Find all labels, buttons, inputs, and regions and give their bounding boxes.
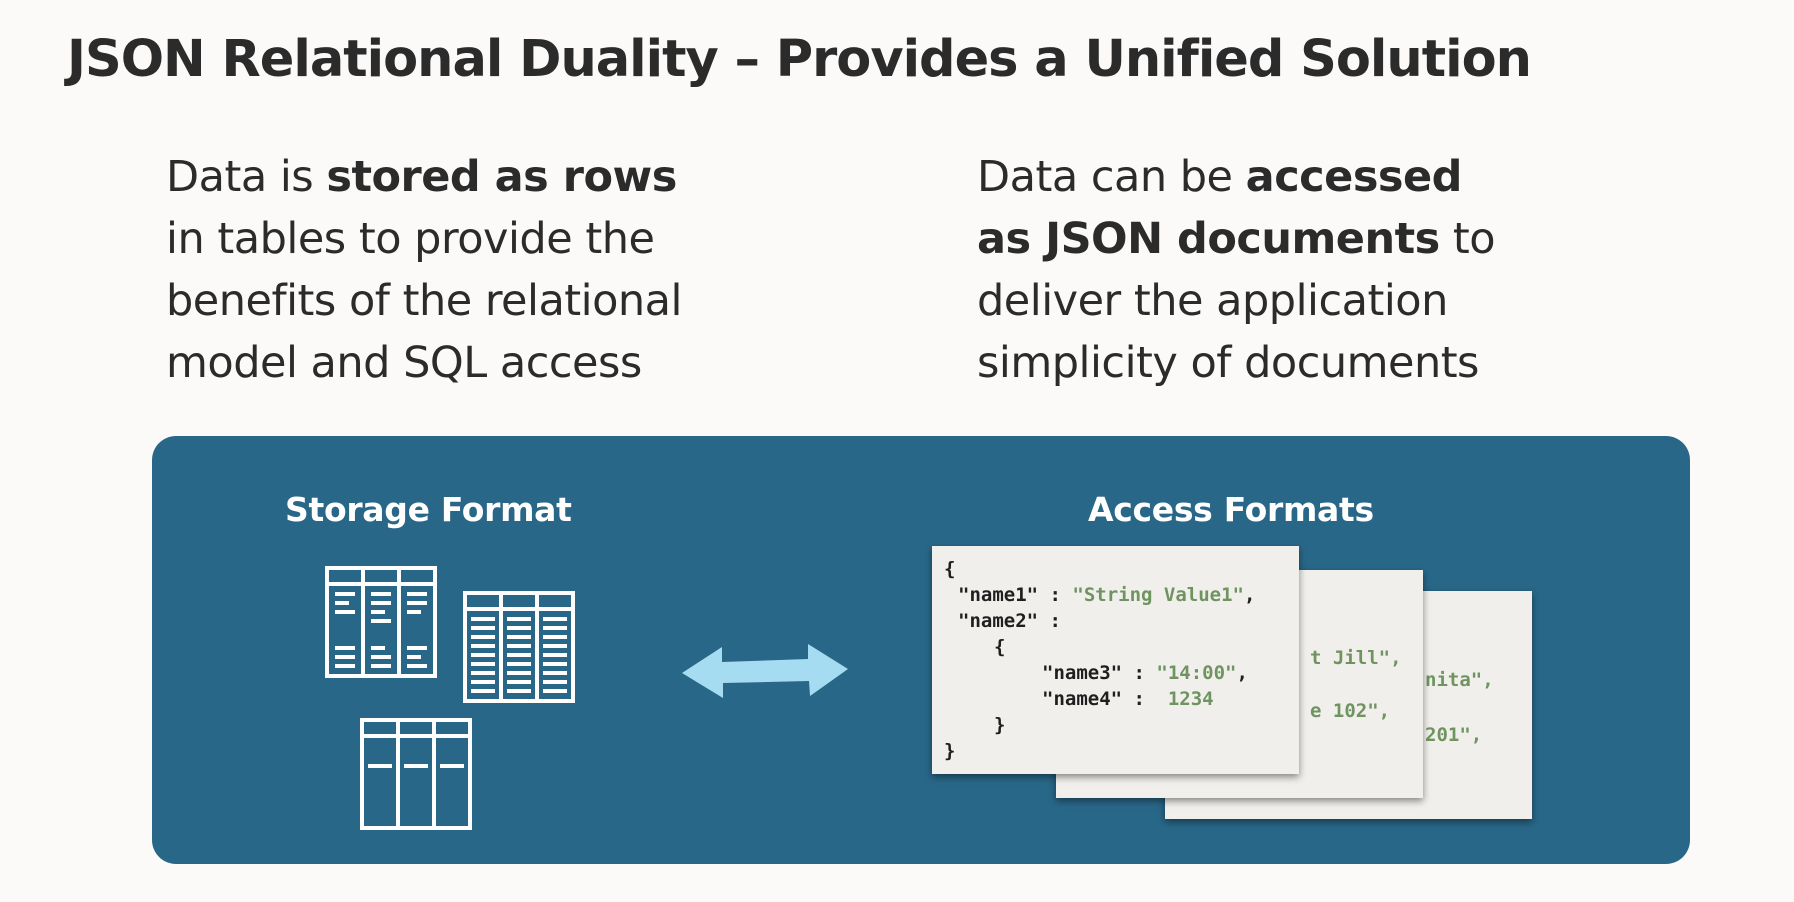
storage-format-heading: Storage Format	[285, 490, 572, 529]
storage-description-line-4: model and SQL access	[166, 338, 642, 388]
access-emphasis-1: accessed	[1245, 152, 1463, 202]
table-icon	[463, 591, 575, 703]
access-description-line-3: deliver the application	[977, 276, 1448, 326]
access-description-line-4: simplicity of documents	[977, 338, 1479, 388]
storage-emphasis: stored as rows	[326, 152, 677, 202]
access-description-line-2: as JSON documents to	[977, 214, 1496, 264]
access-description: Data can be accessed as JSON documents t…	[977, 146, 1597, 394]
json-document-front: { "name1" : "String Value1", "name2" : {…	[932, 546, 1299, 774]
storage-description-line-1: Data is stored as rows	[166, 152, 677, 202]
access-emphasis-2: as JSON documents	[977, 214, 1440, 264]
table-icon	[325, 566, 437, 678]
storage-description-line-3: benefits of the relational	[166, 276, 682, 326]
page-title: JSON Relational Duality – Provides a Uni…	[67, 30, 1532, 89]
access-formats-heading: Access Formats	[1088, 490, 1374, 529]
duality-panel: Storage Format Access Formats	[152, 436, 1690, 864]
bidirectional-arrow-icon	[682, 644, 848, 698]
table-icon	[360, 718, 472, 830]
storage-description: Data is stored as rows in tables to prov…	[166, 146, 786, 394]
storage-description-line-2: in tables to provide the	[166, 214, 655, 264]
access-description-line-1: Data can be accessed	[977, 152, 1463, 202]
